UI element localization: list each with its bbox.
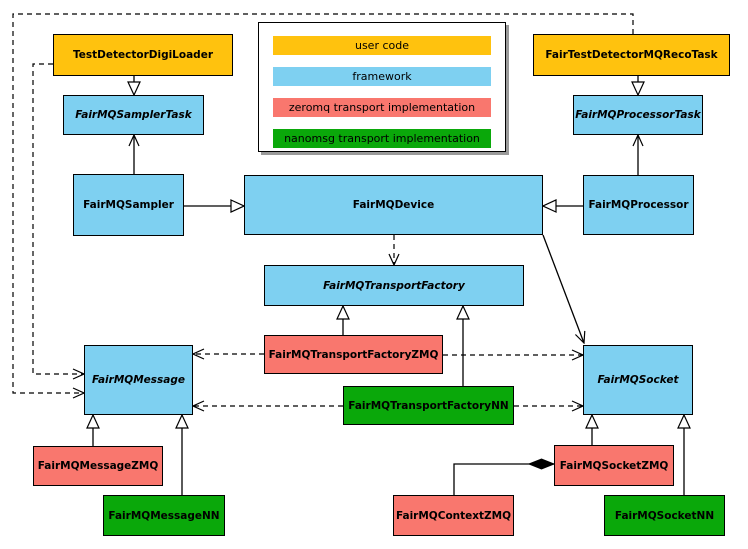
class-box-fairmqtransportfactorynn: FairMQTransportFactoryNN xyxy=(343,386,514,425)
class-box-fairtestdetectormqrecotask: FairTestDetectorMQRecoTask xyxy=(533,34,730,76)
class-box-fairmqsocketnn: FairMQSocketNN xyxy=(604,495,725,536)
legend-swatch-user-code: user code xyxy=(273,36,491,55)
class-box-fairmqtransportfactoryzmq: FairMQTransportFactoryZMQ xyxy=(264,335,443,374)
edge-dep-testdetectordigiloader-fairmqmessage xyxy=(32,63,84,374)
legend-label-framework: framework xyxy=(352,70,412,83)
class-box-fairmqmessagenn: FairMQMessageNN xyxy=(103,495,225,536)
class-box-fairmqsocketzmq: FairMQSocketZMQ xyxy=(554,445,674,486)
legend-label-nanomsg: nanomsg transport implementation xyxy=(284,132,480,145)
legend-swatch-nanomsg: nanomsg transport implementation xyxy=(273,129,491,148)
class-box-fairmqprocessor: FairMQProcessor xyxy=(583,175,694,235)
legend-swatch-zeromq: zeromq transport implementation xyxy=(273,98,491,117)
class-box-fairmqsamplertask: FairMQSamplerTask xyxy=(63,95,204,135)
class-box-fairmqmessagezmq: FairMQMessageZMQ xyxy=(33,446,163,486)
class-box-fairmqdevice: FairMQDevice xyxy=(244,175,543,235)
edge-composition-fairmqcontextzmq-fairmqsocketzmq xyxy=(453,464,554,495)
class-box-testdetectordigiloader: TestDetectorDigiLoader xyxy=(53,34,233,76)
class-box-fairmqtransportfactory: FairMQTransportFactory xyxy=(264,265,524,306)
class-box-fairmqsampler: FairMQSampler xyxy=(73,174,184,236)
edge-assoc-fairmqdevice-fairmqsocket xyxy=(542,234,584,343)
class-box-fairmqmessage: FairMQMessage xyxy=(84,345,193,415)
edge-dep-fairtestdetectormqrecotask-fairmqmessage xyxy=(12,13,634,393)
class-box-fairmqcontextzmq: FairMQContextZMQ xyxy=(393,495,514,536)
legend-label-zeromq: zeromq transport implementation xyxy=(288,101,476,114)
class-box-fairmqprocessortask: FairMQProcessorTask xyxy=(573,95,703,135)
legend-label-user-code: user code xyxy=(354,39,410,52)
legend: user code framework zeromq transport imp… xyxy=(258,22,506,152)
class-box-fairmqsocket: FairMQSocket xyxy=(583,345,693,415)
legend-swatch-framework: framework xyxy=(273,67,491,86)
